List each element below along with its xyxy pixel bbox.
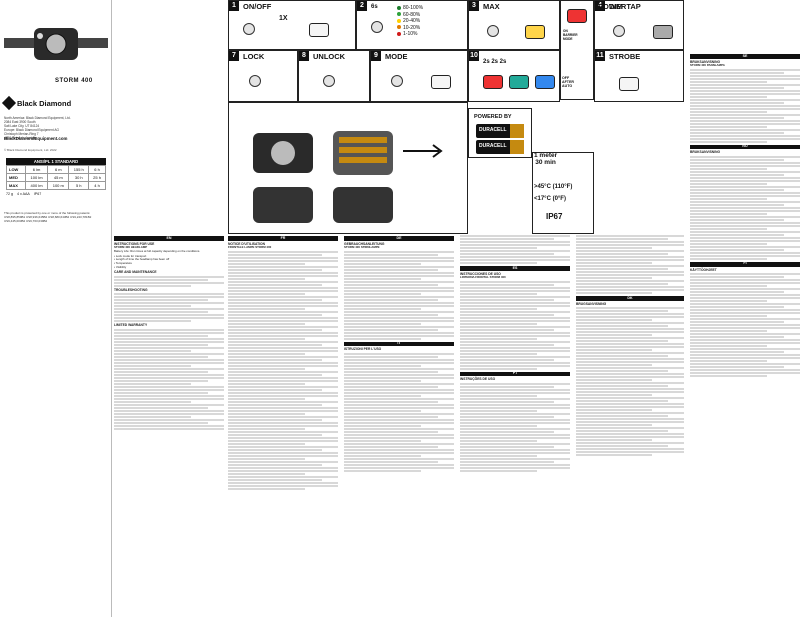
panel-strobe: 11 STROBE	[594, 50, 684, 102]
copyright: © Black Diamond Equipment, Ltd. 2022	[4, 148, 57, 152]
table-row: MED 100 lm 45 m 30 h 25 h	[6, 173, 106, 182]
lang-bar-dk: DK	[576, 296, 684, 301]
en-subtitle: STORM 400 HEADLAMP	[114, 245, 148, 250]
diamond-icon	[1, 95, 17, 111]
headlamp-illustration	[4, 28, 108, 60]
lang-bar-fi: FI	[690, 262, 800, 267]
ip-rating: IP67	[546, 212, 563, 221]
model-name: STORM 400	[55, 78, 93, 84]
lock-button-icon	[249, 75, 261, 87]
lamp-icon	[653, 25, 673, 39]
column-es: ES INSTRUCCIONES DE USO LINTERNA FRONTAL…	[460, 234, 570, 617]
en-intro: Battery Life: Run times at full capacity…	[114, 248, 201, 253]
de-title: GEBRAUCHSANLEITUNG	[344, 241, 385, 246]
brand-name: Black Diamond	[17, 98, 72, 108]
power-button-icon	[371, 21, 383, 33]
es-subtitle: LINTERNA FRONTAL STORM 400	[460, 275, 506, 280]
se-subtitle: STORM 400 PANNLAMPA	[690, 63, 725, 68]
temp-high: >45°C (110°F)	[534, 184, 573, 190]
table-row: MAX 400 lm 100 m 5 h 4 h	[6, 181, 106, 190]
lang-bar-en: EN	[114, 236, 224, 241]
cover-panel: STORM 400 Black Diamond North America: B…	[0, 0, 112, 617]
column-de: DE GEBRAUCHSANLEITUNG STORM 400 STIRNLAM…	[344, 234, 454, 617]
address-block: North America: Black Diamond Equipment, …	[4, 116, 71, 140]
battery-icon: DURACELL	[476, 140, 524, 154]
panel-battery: 2 6s 80-100% 60-80% 20-40% 10-20% 1-10%	[356, 0, 468, 50]
panel-battery-install	[228, 102, 468, 234]
en-warranty-heading: LIMITED WARRANTY	[114, 323, 148, 328]
panel-mode: 9 MODE	[370, 50, 468, 102]
lang-bar-se: SE	[690, 54, 800, 59]
function-diagram: 1 ON/OFF 1X 2 6s 80-100% 60-80% 20-40% 1…	[228, 0, 684, 234]
ansi-table: ANSI/PL 1 STANDARD LOW 6 lm 6 m 155 h 6 …	[6, 158, 106, 196]
column-fr: FR NOTICE D'UTILISATION FRONTALE LAMPE S…	[228, 234, 338, 617]
green-lamp-icon	[509, 75, 529, 89]
en-features: • Lock mode for transport • Length of ti…	[114, 253, 170, 269]
en-title: INSTRUCTIONS FOR USE	[114, 241, 155, 246]
panel-red: ON BARRIER MODE	[560, 0, 594, 100]
red-lamp-icon	[483, 75, 503, 89]
panel-unlock: 8 UNLOCK	[298, 50, 370, 102]
ansi-data: LOW 6 lm 6 m 155 h 6 h MED 100 lm 45 m 3…	[6, 165, 106, 190]
battery-install-illustration	[253, 131, 443, 223]
website-link[interactable]: BlackDiamondEquipment.com	[4, 136, 68, 141]
panel-color: 10 2s 2s 2s	[468, 50, 560, 102]
en-maint-heading: CARE AND MAINTENANCE	[114, 270, 157, 275]
ansi-footer: 72 g 4 x AAA IP67	[6, 192, 42, 196]
powered-by-panel	[468, 108, 532, 158]
column-se: DK BRUGSANVISNING	[576, 234, 684, 617]
fi-title: KÄYTTÖOHJEET	[690, 267, 717, 272]
es-title: INSTRUCCIONES DE USO	[460, 271, 501, 276]
column-en: EN INSTRUCTIONS FOR USE STORM 400 HEADLA…	[114, 0, 224, 617]
lang-bar-de: DE	[344, 236, 454, 241]
column-right: SE BRUKSANVISNING STORM 400 PANNLAMPA NO…	[690, 52, 800, 617]
off-auto-label: OFF AFTER AUTO	[562, 76, 574, 88]
temp-low: <17°C (0°F)	[534, 196, 566, 202]
de-subtitle: STORM 400 STIRNLAMPE	[344, 245, 380, 250]
lang-bar-es: ES	[460, 266, 570, 271]
table-row: LOW 6 lm 6 m 155 h 6 h	[6, 165, 106, 174]
dk-title: BRUGSANVISNING	[576, 301, 607, 306]
panel-on-off: 1 ON/OFF 1X	[228, 0, 356, 50]
battery-levels: 80-100% 60-80% 20-40% 10-20% 1-10%	[397, 5, 423, 38]
fr-subtitle: FRONTALE LAMPE STORM 400	[228, 245, 272, 250]
lang-bar-no: NO	[690, 145, 800, 150]
no-title: BRUKSANVISNING	[690, 150, 721, 155]
brand-logo: Black Diamond	[1, 95, 72, 111]
power-button-icon	[243, 23, 255, 35]
en-trouble-heading: TROUBLESHOOTING	[114, 287, 148, 292]
lamp-icon	[525, 25, 545, 39]
panel-dim: 4 DIM	[594, 0, 684, 50]
lang-bar-pt: PT	[460, 372, 570, 377]
it-title: ISTRUZIONI PER L'USO	[344, 347, 382, 352]
waterproof-depth: 1 meter 30 min	[534, 152, 558, 166]
blue-lamp-icon	[535, 75, 555, 89]
se-title: BRUKSANVISNING	[690, 59, 721, 64]
lamp-icon	[619, 77, 639, 91]
lamp-icon	[309, 23, 329, 37]
red-lamp-icon	[567, 9, 587, 23]
lang-bar-it: IT	[344, 342, 454, 347]
patent-notice: This product is protected by one or more…	[4, 211, 92, 223]
lang-bar-fr: FR	[228, 236, 338, 241]
unlock-button-icon	[323, 75, 335, 87]
panel-max: 3 MAX	[468, 0, 560, 50]
power-button-icon	[613, 25, 625, 37]
powered-by-label: POWERED BY	[474, 114, 512, 120]
panel-powertap: POWERTAP	[598, 0, 684, 50]
lamp-icon	[431, 75, 451, 89]
battery-icon: DURACELL	[476, 124, 524, 138]
fr-title: NOTICE D'UTILISATION	[228, 241, 265, 246]
pt-title: INSTRUÇÕES DE USO	[460, 377, 496, 382]
panel-lock: 7 LOCK	[228, 50, 298, 102]
panel-specs	[532, 152, 594, 234]
power-button-icon	[487, 25, 499, 37]
mode-button-icon	[391, 75, 403, 87]
ansi-title: ANSI/PL 1 STANDARD	[6, 158, 106, 165]
